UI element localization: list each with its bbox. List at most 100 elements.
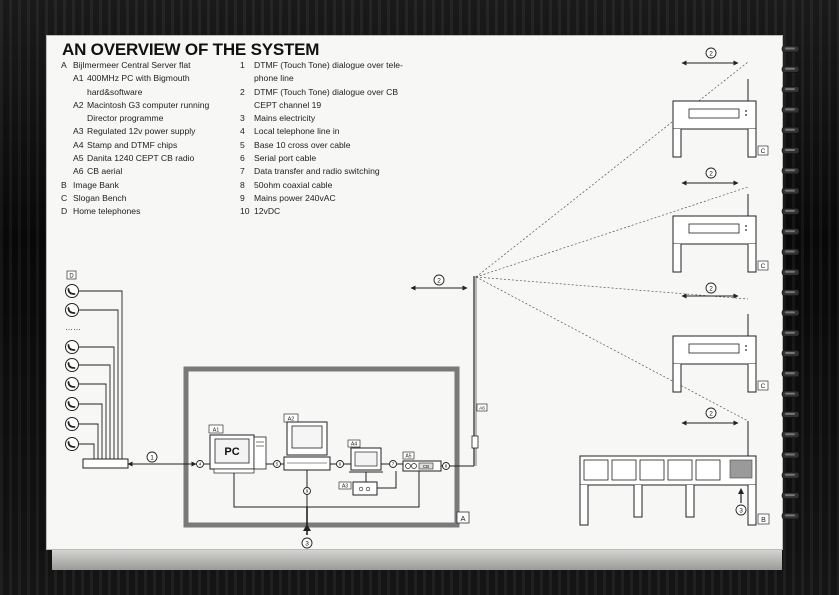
callout-2: 2 [705,407,717,419]
legend-component-text: Danita 1240 CEPT CB radio [87,153,195,164]
telephone-wire [78,290,123,459]
binding-coil-highlight [785,372,795,375]
radio-links [475,61,749,422]
callout-circle [705,167,717,179]
slogan-benches: CCC [672,79,769,393]
callout-number: 6 [339,462,342,467]
label-A5: A5 [405,454,411,460]
legend-component-key: A3 [73,126,84,137]
label-B: B [761,517,766,524]
callout-number: 8 [445,464,448,469]
cb-radio-text: CB [423,464,429,469]
callout-number: 3 [739,507,743,514]
telephone-handset-icon [67,401,76,408]
legend-component-text: Slogan Bench [73,192,127,203]
binding-coil-highlight [785,88,795,91]
telephone-icon [65,397,79,411]
central-server-box: A [183,366,470,528]
legend-component-key: B [61,179,67,190]
telephone-wire [78,346,115,459]
binding-coil-highlight [785,128,795,131]
callout-circle [705,407,717,419]
legend-connection-key: 2 [240,86,245,97]
binding-coil-highlight [785,433,795,436]
legend-connection-text: Local telephone line in [254,126,340,137]
legend-component-text: Macintosh G3 computer running [87,99,210,110]
binding-coil-highlight [785,189,795,192]
legend-connection-key: 4 [240,126,245,137]
label-A6: A6 [479,406,485,412]
callout-circle [735,504,747,516]
legend-component-text: CB aerial [87,166,123,177]
callout-circle [303,487,311,495]
label-C: C [761,263,766,270]
label-D: D [69,274,74,280]
binding-coil-highlight [785,209,795,212]
binding-coil-highlight [785,230,795,233]
legend-connection-key: 10 [240,206,250,217]
label-A4: A4 [351,442,357,448]
callout-circle [442,462,450,470]
callout-7: 7 [389,460,397,468]
legend-connection-text: phone line [254,73,294,84]
telephone-handset-icon [67,381,76,388]
legend-connection-text: Data transfer and radio switching [254,166,380,177]
callout-1: 1 [146,451,158,463]
legend-connection-key: 9 [240,192,245,203]
legend-connection-text: Base 10 cross over cable [254,139,351,150]
spiral-binding [781,45,800,520]
cb-aerial-a6: A6 [471,276,488,466]
telephone-icon [65,437,79,451]
label-A: A [460,514,465,523]
legend-component-text: Home telephones [73,206,141,217]
legend-component-text: Stamp and DTMF chips [87,139,178,150]
telephone-icon [65,284,79,298]
callout-circle [196,460,204,468]
binding-coil-highlight [785,453,795,456]
binding-coil-highlight [785,352,795,354]
binding-coil-highlight [785,108,795,111]
binding-coil-highlight [785,311,795,314]
callout-3: 3 [735,504,747,516]
legend-connection-text: 50ohm coaxial cable [254,179,333,190]
legend-component-text: hard&software [87,86,143,97]
binding-coil-highlight [785,149,795,151]
telephone-handset-icon [67,421,76,428]
legend-connection-text: Mains electricity [254,113,316,124]
binding-coil-highlight [785,169,795,172]
callout-circle [301,537,313,549]
legend-component-text: 400MHz PC with Bigmouth [87,73,190,84]
telephone-icon [65,377,79,391]
legend-connection-text: CEPT channel 19 [254,99,322,110]
legend-component-key: C [61,192,68,203]
callout-2: 2 [433,274,445,286]
telephone-handset-icon [67,288,76,295]
callout-number: 1 [150,454,154,461]
legend-component-key: A [61,60,67,70]
callout-2: 2 [705,167,717,179]
cb-radio-a5: A5 CB [402,451,442,472]
binding-coil-highlight [785,47,795,50]
binding-coil-highlight [785,473,795,476]
callout-6: 6 [336,460,344,468]
phone-dots: …… [65,323,81,332]
callout-number: 9 [306,489,309,494]
label-C: C [761,148,766,155]
telephone-icon [65,358,79,372]
callout-number: 2 [709,410,713,417]
telephone-wire [78,403,103,459]
callout-8: 8 [442,462,450,470]
legend-component-text: Image Bank [73,179,119,190]
legend-component-key: A6 [73,166,84,177]
callout-circle [146,451,158,463]
telephone-wire [78,423,99,459]
telephone-handset-icon [67,344,76,351]
pc-screen-text: PC [224,446,239,458]
legend-component-key: A1 [73,73,84,84]
telephone-wire [78,443,95,459]
slogan-bench: C [672,79,769,158]
legend-component-text: Director programme [87,113,164,124]
telephone-icon [65,303,79,317]
telephone-wire [78,309,119,459]
